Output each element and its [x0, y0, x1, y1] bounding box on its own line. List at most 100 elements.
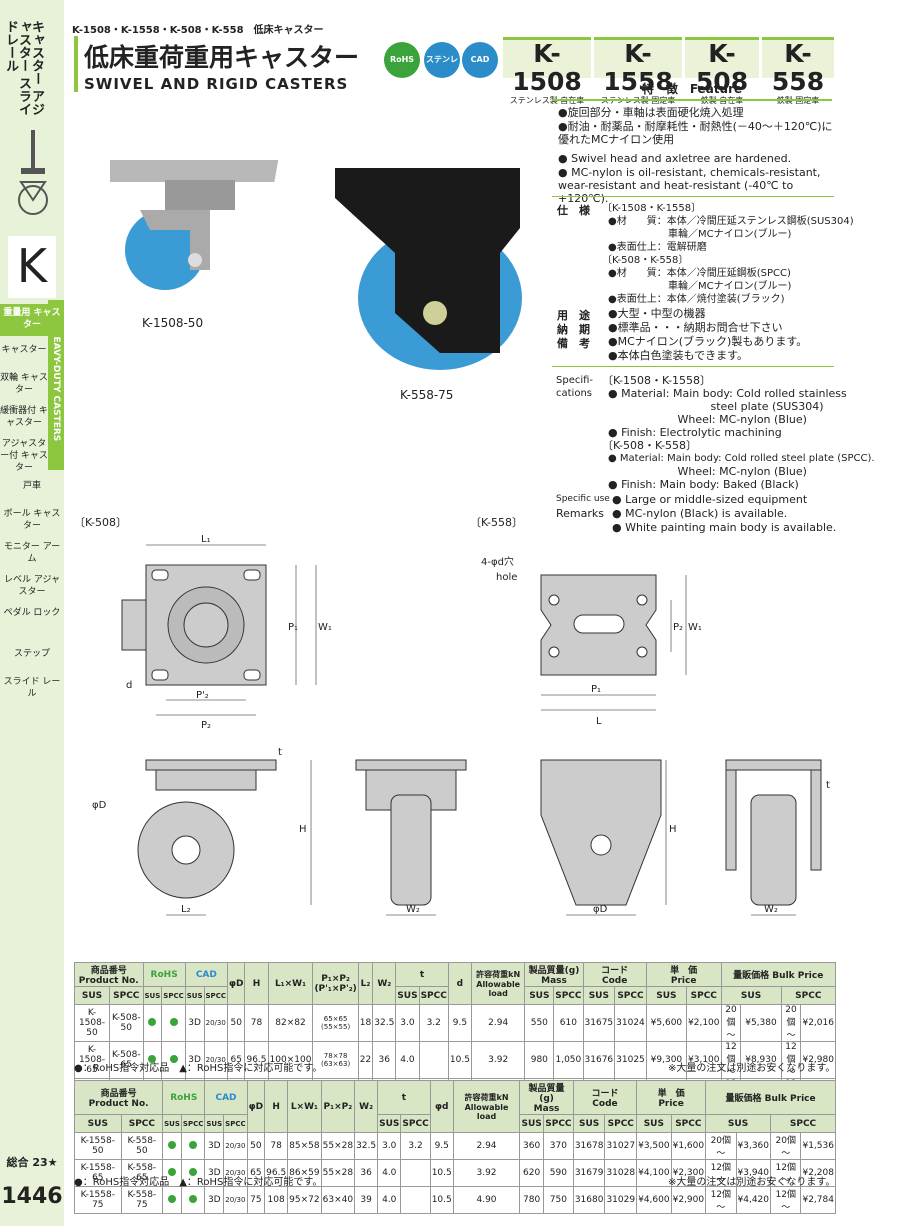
- dim-L: L: [596, 716, 602, 727]
- th2-spcc: SPCC: [120, 1114, 164, 1133]
- feature-jp-1: ●旋回部分・車軸は表面硬化焼入処理: [558, 106, 744, 119]
- cell-P-main: 65×65: [323, 1015, 348, 1023]
- th2-price-spcc: SPCC: [670, 1114, 707, 1133]
- cell-pn-spcc: K-508-50: [109, 1004, 144, 1042]
- nav-item-caster[interactable]: キャスター: [1, 345, 47, 355]
- th-spcc: SPCC: [109, 986, 144, 1005]
- th2-price-sus: SUS: [636, 1114, 672, 1133]
- cell-rohs-spcc: [180, 1132, 206, 1160]
- nav-item-heavy-duty[interactable]: 重量用 キャスター: [0, 304, 64, 336]
- th2-t-spcc: SPCC: [400, 1114, 431, 1133]
- cell-load: 4.90: [452, 1186, 521, 1214]
- rohs-badge-icon: RoHS: [384, 42, 420, 78]
- cell-d: 10.5: [429, 1159, 454, 1187]
- spec-divider: [552, 196, 834, 197]
- nav-item-step[interactable]: ステップ: [13, 649, 50, 659]
- cell-mass-sus: 780: [519, 1186, 544, 1214]
- rohs-dot-icon: [148, 1017, 157, 1026]
- nav-item-slide-rail[interactable]: スライド レール: [3, 677, 61, 699]
- nav-item-adjuster-caster[interactable]: アジャスター付 キャスター: [0, 439, 48, 473]
- cell-LW: 85×58: [287, 1132, 322, 1160]
- product-number: K-1558: [603, 39, 673, 96]
- th2-bulk-spcc: SPCC: [770, 1114, 836, 1133]
- cell-bulk-spcc-price: ¥2,784: [800, 1186, 836, 1214]
- cell-code-spcc: 31028: [604, 1159, 638, 1187]
- th-pn-en: Product No.: [78, 976, 139, 986]
- cell-D: 50: [246, 1132, 266, 1160]
- nav-item-shock-caster[interactable]: 緩衝器付 キャスター: [0, 406, 48, 428]
- th2-mass-jp: 製品質量(g): [528, 1084, 565, 1104]
- cell-t-spcc: [400, 1159, 431, 1187]
- cell-code-sus: 31680: [572, 1186, 606, 1214]
- cell-P-sub: (55×55): [321, 1023, 351, 1031]
- th-load-jp: 許容荷重kN: [476, 970, 521, 979]
- section-en-label: HEAVY-DUTY CASTERS: [48, 300, 64, 470]
- cell-rohs-spcc: [161, 1041, 186, 1079]
- th2-bulk: 量販価格 Bulk Price: [705, 1080, 836, 1115]
- dim-P1b: P₁: [591, 684, 601, 695]
- cell-mass-sus: 360: [519, 1132, 544, 1160]
- cell-rohs-sus: [142, 1004, 163, 1042]
- cell-cad-ver: 20/30: [223, 1132, 248, 1160]
- photo-k558-rigid: [335, 168, 522, 370]
- use-en-label: Specific use: [556, 494, 610, 504]
- th-mass-sus: SUS: [524, 986, 555, 1005]
- delivery-text: ●標準品・・・納期お問合せ下さい: [608, 321, 783, 334]
- cell-pn-spcc: K-558-65: [120, 1159, 164, 1187]
- cell-L2: 22: [357, 1041, 374, 1079]
- th2-mass-en: Mass: [533, 1104, 560, 1114]
- cell-bulk-sus-qty: 12個～: [705, 1186, 737, 1214]
- th-bulk: 量販価格 Bulk Price: [720, 962, 837, 987]
- use-en: ● Large or middle-sized equipment: [612, 493, 808, 506]
- dim-H: H: [299, 824, 307, 835]
- th2-price-jp: 単 価: [657, 1089, 685, 1099]
- th2-pn-en: Product No.: [88, 1099, 149, 1109]
- th2-mass-spcc: SPCC: [542, 1114, 574, 1133]
- dim-P1: P₁: [288, 622, 298, 633]
- nav-item-pedal-lock[interactable]: ペダル ロック: [3, 608, 61, 618]
- nav-item-level-adjuster[interactable]: レベル アジャスター: [3, 575, 61, 597]
- cell-t-sus: 4.0: [377, 1159, 402, 1187]
- remarks-en-0: ● MC-nylon (Black) is available.: [612, 507, 788, 520]
- remarks-en-1: ● White painting main body is available.: [612, 521, 837, 534]
- cell-bulk-sus-price: ¥3,360: [735, 1132, 772, 1160]
- nav-item-twin-caster[interactable]: 双輪 キャスター: [0, 373, 48, 395]
- th2-d: φd: [429, 1080, 454, 1133]
- cell-load: 2.94: [452, 1132, 521, 1160]
- rohs-dot-icon: [169, 1054, 178, 1063]
- th-price-sus: SUS: [645, 986, 688, 1005]
- cell-bulk-sus-price: ¥8,930: [740, 1041, 782, 1079]
- th-price-jp: 単 価: [670, 966, 698, 976]
- spec-en-8: ● Finish: Main body: Baked (Black): [608, 478, 799, 491]
- nav-item-door-roller[interactable]: 戸車: [22, 481, 41, 491]
- th2-t: t: [377, 1080, 431, 1115]
- nav-item-monitor-arm[interactable]: モニター アーム: [3, 542, 61, 564]
- th-P-main: P₁×P₂: [321, 973, 350, 984]
- cell-price-spcc: ¥2,900: [670, 1186, 707, 1214]
- th2-code-sus: SUS: [572, 1114, 606, 1133]
- cell-pn-sus: K-1508-50: [73, 1004, 111, 1042]
- adjuster-icon: [18, 130, 48, 215]
- spec-en-5: 〔K-508・K-558〕: [602, 439, 698, 452]
- dim-d: d: [126, 680, 132, 691]
- page-subtitle: SWIVEL AND RIGID CASTERS: [84, 75, 349, 93]
- nav-item-ball-caster[interactable]: ボール キャスター: [3, 509, 61, 531]
- photo-caption-b: K-558-75: [400, 388, 454, 402]
- dim-phiD2: φD: [593, 904, 608, 915]
- cell-cad-ver: 20/30: [223, 1159, 248, 1187]
- cad-badge-icon: CAD: [462, 42, 498, 78]
- dim-P2p: P'₂: [196, 690, 209, 701]
- cell-H: 108: [264, 1186, 289, 1214]
- cell-pn-sus: K-1558-75: [74, 1186, 122, 1214]
- cell-t-sus: 3.0: [395, 1004, 420, 1042]
- dim-t: t: [278, 747, 282, 758]
- cell-W2: 36: [354, 1159, 379, 1187]
- feature-en-2: ● MC-nylon is oil-resistant, chemicals-r…: [558, 166, 821, 205]
- th2-mass: 製品質量(g)Mass: [519, 1080, 574, 1115]
- table2-note-right: ※大量の注文は別途お安くなります。: [668, 1177, 836, 1188]
